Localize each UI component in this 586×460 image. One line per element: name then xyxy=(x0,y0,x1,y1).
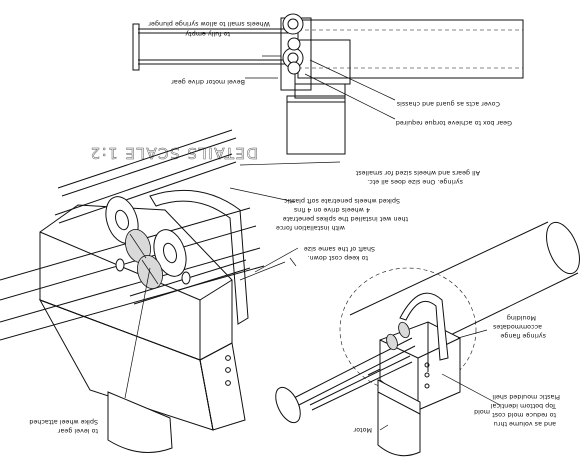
label-bevel-gear: Bevel motor drive gear xyxy=(171,78,245,86)
motor-top-view xyxy=(286,95,346,155)
label-gear-box: Gear box to achieve torque required xyxy=(396,119,512,127)
label-spiked-2: 4 wheels drive on 4 fins xyxy=(293,206,370,214)
wheel-top xyxy=(282,13,304,35)
housing-hole-r2 xyxy=(424,372,430,378)
label-mould-5: mold xyxy=(474,408,490,416)
top-view-assembly xyxy=(132,13,524,155)
motor-right xyxy=(377,379,421,457)
label-flange-3: syringe flange xyxy=(500,332,546,340)
label-shaft-2: to keep cost down. xyxy=(308,254,368,262)
bracket-detail xyxy=(149,190,249,325)
label-mould-1: Plastic moulded shell xyxy=(492,393,560,401)
plunger-end-top xyxy=(132,23,140,71)
detail-title: DETAILS SCALE 1:2 xyxy=(89,144,258,163)
housing-hole-r1 xyxy=(424,362,430,368)
label-flange-2: accommodates xyxy=(492,323,542,331)
label-gears-wheels-2: syringe. One size does all etc. xyxy=(367,178,463,186)
assembly-view-right xyxy=(275,221,580,457)
housing-hole-3 xyxy=(225,380,231,386)
top-view-leaders xyxy=(245,55,396,120)
label-shaft-1: Shaft of the same size xyxy=(304,245,375,253)
label-spike-wheel-2: to level gear xyxy=(57,427,98,435)
label-spike-wheel-1: Spike wheel attached xyxy=(29,418,98,426)
label-wheels-small: Wheels small to allow syringe plunger xyxy=(148,20,270,28)
gear-right-1 xyxy=(386,333,398,351)
plunger-end-right xyxy=(275,386,301,424)
label-spiked-1: Spiked wheels penetrate soft plastic xyxy=(284,197,400,205)
motor-detail xyxy=(107,391,173,453)
label-motor: Motor xyxy=(353,426,372,434)
detail-assembly-left xyxy=(0,129,265,453)
housing-hole-1 xyxy=(225,355,231,361)
label-spiked-4: with installation force xyxy=(276,224,345,232)
label-cover-guard: Cover acts as guard and chassis xyxy=(396,100,500,108)
label-spiked-3: then wet installed the spikes penetrate xyxy=(283,215,408,223)
annotations: Wheels small to allow syringe plunger to… xyxy=(29,20,560,435)
syringe-barrel-top xyxy=(297,19,524,79)
gear-right-2 xyxy=(398,321,410,339)
svg-text:DETAILS SCALE 1:2: DETAILS SCALE 1:2 xyxy=(89,144,258,162)
housing-hole-r3 xyxy=(424,383,430,389)
housing-hole-2 xyxy=(225,367,231,373)
assembly-leaders xyxy=(379,329,501,431)
bracket-right xyxy=(399,292,449,361)
label-fully-empty: to fully empty xyxy=(185,30,230,38)
label-mould-4: and as volume thru xyxy=(494,420,556,428)
label-gears-wheels-1: All gears and wheels sized for smallest xyxy=(355,169,480,177)
label-mould-2: Top bottom identical xyxy=(491,402,557,410)
spiked-wheel-lower xyxy=(153,229,187,277)
detail-leaders xyxy=(124,161,341,399)
label-mould-3: to reduce mold cost xyxy=(492,411,556,419)
label-flange-1: Moulding xyxy=(507,314,536,322)
syringe-barrel-end xyxy=(546,221,580,275)
